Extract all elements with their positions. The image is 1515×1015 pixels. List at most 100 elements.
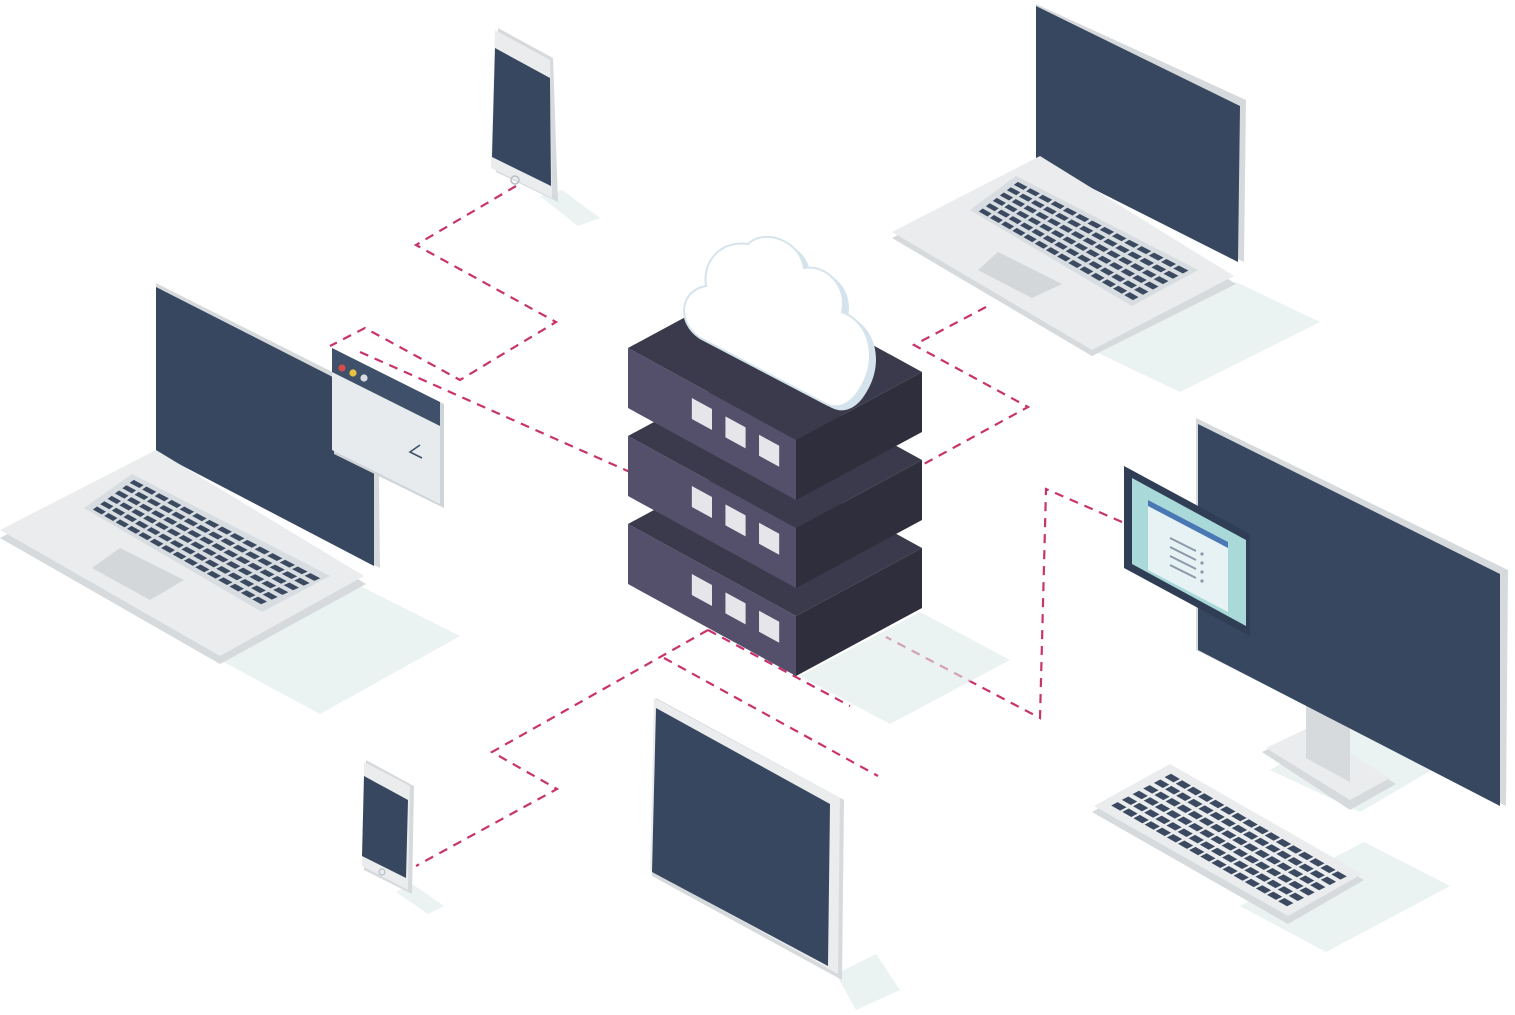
key xyxy=(167,499,182,508)
smartphone-icon xyxy=(362,760,444,914)
key xyxy=(1008,216,1022,225)
key xyxy=(1265,856,1281,865)
key xyxy=(1035,211,1049,220)
connection-line xyxy=(329,185,559,382)
key xyxy=(304,573,321,581)
laptop-icon xyxy=(0,283,460,714)
cloud-icon xyxy=(683,235,876,411)
key xyxy=(1155,827,1172,837)
key xyxy=(999,192,1014,201)
key xyxy=(1057,253,1071,262)
key xyxy=(190,541,205,550)
key xyxy=(239,578,255,587)
key xyxy=(1045,247,1060,256)
key xyxy=(1070,231,1085,240)
key xyxy=(1124,292,1139,301)
key xyxy=(1210,835,1226,845)
key xyxy=(104,512,118,521)
key xyxy=(1298,851,1314,861)
key xyxy=(1031,228,1045,237)
key xyxy=(997,209,1011,218)
key xyxy=(1177,828,1193,837)
key xyxy=(1286,845,1303,854)
key xyxy=(273,587,289,595)
key xyxy=(1122,280,1138,289)
key xyxy=(151,510,166,519)
status-light xyxy=(759,522,780,555)
key xyxy=(163,516,178,525)
key xyxy=(1320,864,1336,874)
key xyxy=(1309,858,1325,867)
key xyxy=(227,572,243,581)
key xyxy=(1124,239,1139,248)
key xyxy=(1277,874,1293,883)
key xyxy=(216,566,231,574)
window-dot xyxy=(338,364,346,372)
key xyxy=(1075,214,1090,223)
key xyxy=(989,214,1003,223)
key xyxy=(1265,844,1281,853)
key xyxy=(242,539,258,548)
key xyxy=(1232,848,1249,858)
key xyxy=(1132,275,1147,284)
key xyxy=(1232,836,1248,846)
key xyxy=(281,571,298,579)
floor-shadow xyxy=(220,586,460,714)
key xyxy=(261,580,277,589)
key xyxy=(192,513,207,522)
key xyxy=(1130,263,1145,272)
devices-back xyxy=(0,4,1508,812)
key xyxy=(119,502,133,511)
key xyxy=(1309,870,1325,879)
key xyxy=(1077,254,1091,263)
key xyxy=(1109,262,1124,271)
key xyxy=(1288,892,1305,901)
key xyxy=(1143,281,1159,290)
key xyxy=(149,538,164,547)
key xyxy=(1111,273,1126,282)
key xyxy=(1299,887,1315,896)
connection-line xyxy=(359,350,631,474)
key xyxy=(1136,246,1152,255)
key xyxy=(1027,217,1042,226)
key xyxy=(1118,256,1133,265)
key xyxy=(283,582,299,591)
key xyxy=(114,490,129,499)
key xyxy=(1310,881,1326,891)
key xyxy=(1276,850,1292,860)
key xyxy=(1079,266,1094,275)
key xyxy=(247,562,263,571)
status-light xyxy=(759,434,780,467)
key xyxy=(1177,816,1193,825)
key xyxy=(1233,860,1249,869)
status-light xyxy=(725,416,746,449)
key xyxy=(1099,226,1115,235)
key xyxy=(1030,200,1045,209)
key xyxy=(129,479,144,489)
key xyxy=(1153,276,1169,285)
key xyxy=(123,514,137,523)
key xyxy=(1188,834,1204,844)
key xyxy=(1023,205,1038,214)
key xyxy=(1091,232,1106,241)
key xyxy=(267,553,283,562)
connection-line xyxy=(885,487,1123,720)
key xyxy=(262,591,278,600)
key xyxy=(1198,805,1214,814)
key xyxy=(1144,809,1160,818)
monitor-icon xyxy=(1124,418,1508,812)
key xyxy=(107,495,122,504)
key xyxy=(126,497,141,506)
key xyxy=(1276,862,1293,871)
cloud-server xyxy=(628,235,1010,724)
devices-front xyxy=(362,698,1450,1010)
key xyxy=(204,559,220,568)
cloud-server-icon xyxy=(628,235,1010,724)
key xyxy=(122,485,137,494)
key xyxy=(1165,810,1182,819)
key xyxy=(1177,840,1194,849)
key xyxy=(1176,804,1192,813)
key xyxy=(1001,221,1015,230)
key xyxy=(1106,250,1121,259)
key xyxy=(1016,210,1030,219)
